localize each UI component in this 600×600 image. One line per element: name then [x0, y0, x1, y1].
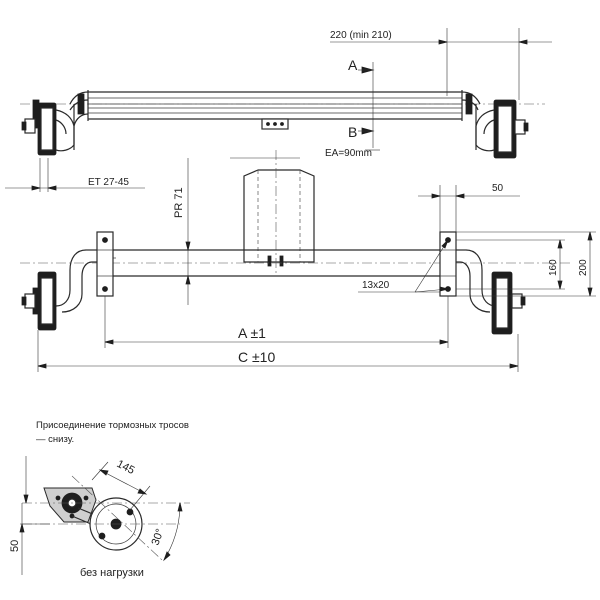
dim-c-label: C ±10: [238, 349, 275, 365]
dim-a: A ±1: [104, 296, 449, 348]
top-view: A B EA=90mm 220 (min 210) ET 27-45: [5, 28, 552, 192]
section-b-label: B: [348, 124, 357, 140]
dim-50-detail-label: 50: [9, 540, 21, 552]
right-wheel-front: [456, 249, 526, 335]
dim-track-220: 220 (min 210): [330, 28, 552, 100]
dim-c: C ±10: [37, 330, 519, 372]
dim-a-label: A ±1: [238, 325, 266, 341]
dim-200-label: 200: [578, 259, 589, 276]
front-view: PR 71 50 160 200: [20, 150, 596, 372]
dim-145-label: 145: [115, 458, 137, 477]
dim-50-label: 50: [492, 183, 504, 194]
hole-label: 13x20: [362, 280, 390, 291]
dim-et: ET 27-45: [5, 158, 145, 192]
dim-160-200: 160 200: [456, 231, 596, 297]
brake-cable-note-line1: Присоединение тормозных тросов: [36, 420, 189, 431]
section-a-label: A: [348, 57, 358, 73]
et-label: ET 27-45: [88, 177, 129, 188]
right-wheel-hub-top: [461, 91, 529, 159]
left-wheel-front: [21, 249, 97, 331]
dim-160-label: 160: [548, 259, 559, 276]
dim-pr71: PR 71: [173, 157, 300, 305]
detail-bracket: [43, 487, 97, 523]
left-wheel-hub-top: [21, 91, 89, 156]
dim-50-detail: 50: [9, 456, 50, 575]
ea-label: EA=90mm: [325, 148, 372, 159]
left-mount-plate: [96, 231, 114, 297]
dim-angle-30: 30°: [150, 502, 183, 562]
hole-leader: 13x20: [358, 239, 449, 293]
right-mount-plate: [439, 231, 457, 297]
dim-50-front: 50: [418, 183, 520, 232]
drawbar-bracket-top: [261, 118, 289, 130]
unloaded-caption: без нагрузки: [80, 567, 144, 579]
dim-track-label: 220 (min 210): [330, 30, 392, 41]
angle-30-label: 30°: [150, 527, 167, 547]
pr71-label: PR 71: [173, 187, 185, 218]
axle-beam-top: [20, 90, 545, 121]
brake-cable-note-line2: — снизу.: [36, 434, 74, 445]
detail-view: Присоединение тормозных тросов — снизу.: [9, 420, 190, 579]
drawbar-front: [243, 150, 315, 274]
section-line: A B EA=90mm: [325, 57, 380, 159]
